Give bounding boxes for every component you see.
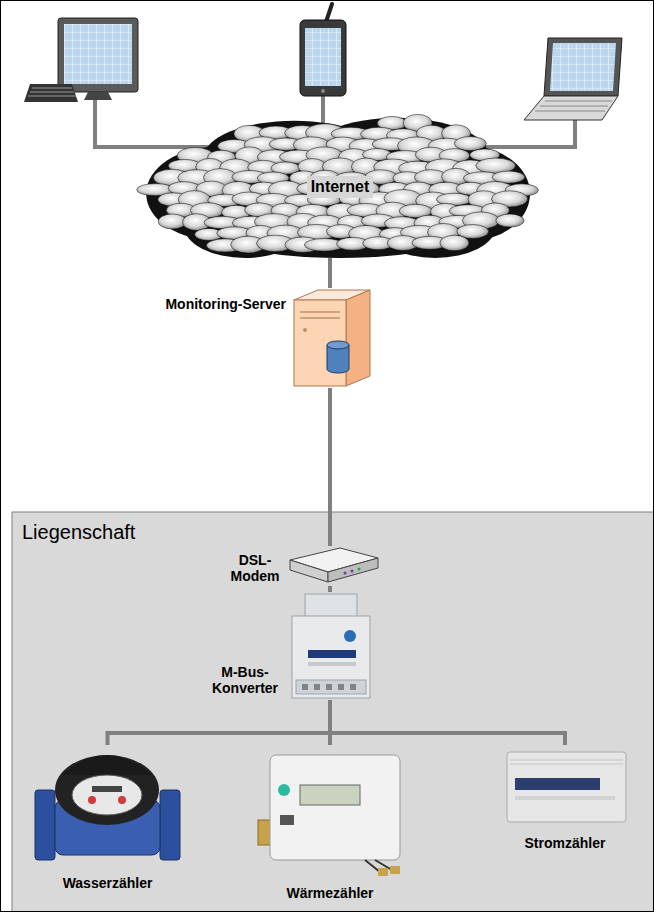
modem-icon bbox=[290, 560, 328, 582]
desktop-computer bbox=[28, 88, 76, 96]
tablet-device bbox=[321, 89, 325, 93]
bus-line bbox=[328, 586, 332, 592]
node-label: Internet bbox=[307, 176, 374, 198]
cloud-shape bbox=[454, 136, 486, 150]
node-label: Monitoring-Server bbox=[165, 296, 286, 312]
water-meter bbox=[35, 790, 55, 860]
bus-line bbox=[108, 700, 331, 745]
server-icon bbox=[346, 290, 370, 386]
water-meter bbox=[62, 755, 152, 775]
server-icon bbox=[294, 290, 370, 386]
electricity-meter bbox=[507, 752, 626, 822]
heat-meter bbox=[378, 868, 388, 876]
water-meter bbox=[118, 796, 126, 804]
heat-meter bbox=[280, 815, 294, 825]
laptop-computer bbox=[550, 43, 616, 91]
region-fill bbox=[12, 512, 654, 912]
tablet-device bbox=[300, 4, 346, 96]
modem-icon bbox=[351, 570, 354, 573]
electricity-meter bbox=[510, 760, 623, 764]
laptop-computer bbox=[535, 101, 612, 111]
server-icon bbox=[327, 341, 349, 349]
bus-line bbox=[330, 700, 565, 745]
converter-device bbox=[292, 594, 370, 698]
heat-meter bbox=[278, 784, 290, 796]
cloud-shape bbox=[440, 235, 469, 251]
desktop-computer bbox=[64, 24, 132, 84]
water-meter bbox=[160, 790, 180, 860]
laptop-computer bbox=[524, 96, 618, 120]
electricity-meter bbox=[515, 796, 615, 800]
desktop-computer bbox=[24, 18, 138, 102]
meter-node: Stromzähler bbox=[500, 745, 630, 855]
water-meter bbox=[92, 786, 122, 792]
electricity-meter bbox=[515, 778, 600, 790]
server-icon bbox=[300, 312, 340, 318]
node-label: M-Bus- Konverter bbox=[203, 664, 287, 696]
cloud-shape bbox=[137, 114, 539, 258]
desktop-computer bbox=[58, 18, 138, 92]
water-meter bbox=[88, 796, 96, 804]
converter-device bbox=[344, 630, 356, 642]
bus-line bbox=[328, 258, 332, 288]
cloud-shape bbox=[146, 146, 290, 240]
server-icon bbox=[303, 328, 307, 332]
heat-meter bbox=[270, 755, 400, 860]
heat-meter bbox=[390, 866, 400, 874]
modem-icon bbox=[344, 572, 347, 575]
node-label: Liegenschaft bbox=[22, 520, 135, 544]
water-meter bbox=[55, 755, 159, 825]
modem-icon bbox=[328, 558, 378, 582]
bus-line bbox=[328, 388, 332, 546]
modem-icon bbox=[290, 548, 378, 582]
cloud-shape bbox=[207, 136, 473, 236]
converter-device bbox=[308, 650, 356, 658]
converter-device bbox=[308, 662, 356, 666]
converter-device bbox=[292, 616, 370, 698]
converter-device bbox=[296, 680, 366, 694]
region-fill bbox=[12, 512, 654, 912]
node-label: Wärmezähler bbox=[286, 885, 373, 901]
heat-meter bbox=[300, 785, 360, 805]
meter-node: Wärmezähler bbox=[250, 745, 410, 905]
node-label: Stromzähler bbox=[525, 835, 606, 851]
cloud-shape bbox=[158, 214, 186, 229]
water-meter bbox=[35, 755, 180, 860]
converter-device bbox=[305, 594, 357, 618]
modem-node: DSL- Modem bbox=[220, 546, 380, 586]
network-cloud: Internet bbox=[150, 115, 530, 258]
meter-node: Wasserzähler bbox=[30, 745, 185, 895]
tablet-device bbox=[300, 20, 346, 96]
tablet-device bbox=[305, 28, 341, 86]
converter-device bbox=[302, 684, 356, 690]
node-label: Wasserzähler bbox=[63, 875, 153, 891]
converter-node: M-Bus- Konverter bbox=[170, 592, 380, 700]
node-label: DSL- Modem bbox=[223, 552, 287, 584]
electricity-meter bbox=[507, 752, 626, 822]
water-meter bbox=[72, 775, 142, 815]
heat-meter bbox=[258, 755, 400, 876]
desktop-computer bbox=[24, 84, 78, 102]
desktop-computer bbox=[84, 92, 112, 100]
cloud-shape bbox=[496, 214, 524, 227]
laptop-computer bbox=[544, 38, 622, 96]
property-region: LiegenschaftDSL- ModemM-Bus- KonverterWa… bbox=[12, 512, 654, 912]
modem-icon bbox=[358, 568, 361, 571]
laptop-computer bbox=[524, 38, 622, 120]
server-node: Monitoring-Server bbox=[130, 288, 372, 388]
network-wire bbox=[95, 100, 215, 147]
